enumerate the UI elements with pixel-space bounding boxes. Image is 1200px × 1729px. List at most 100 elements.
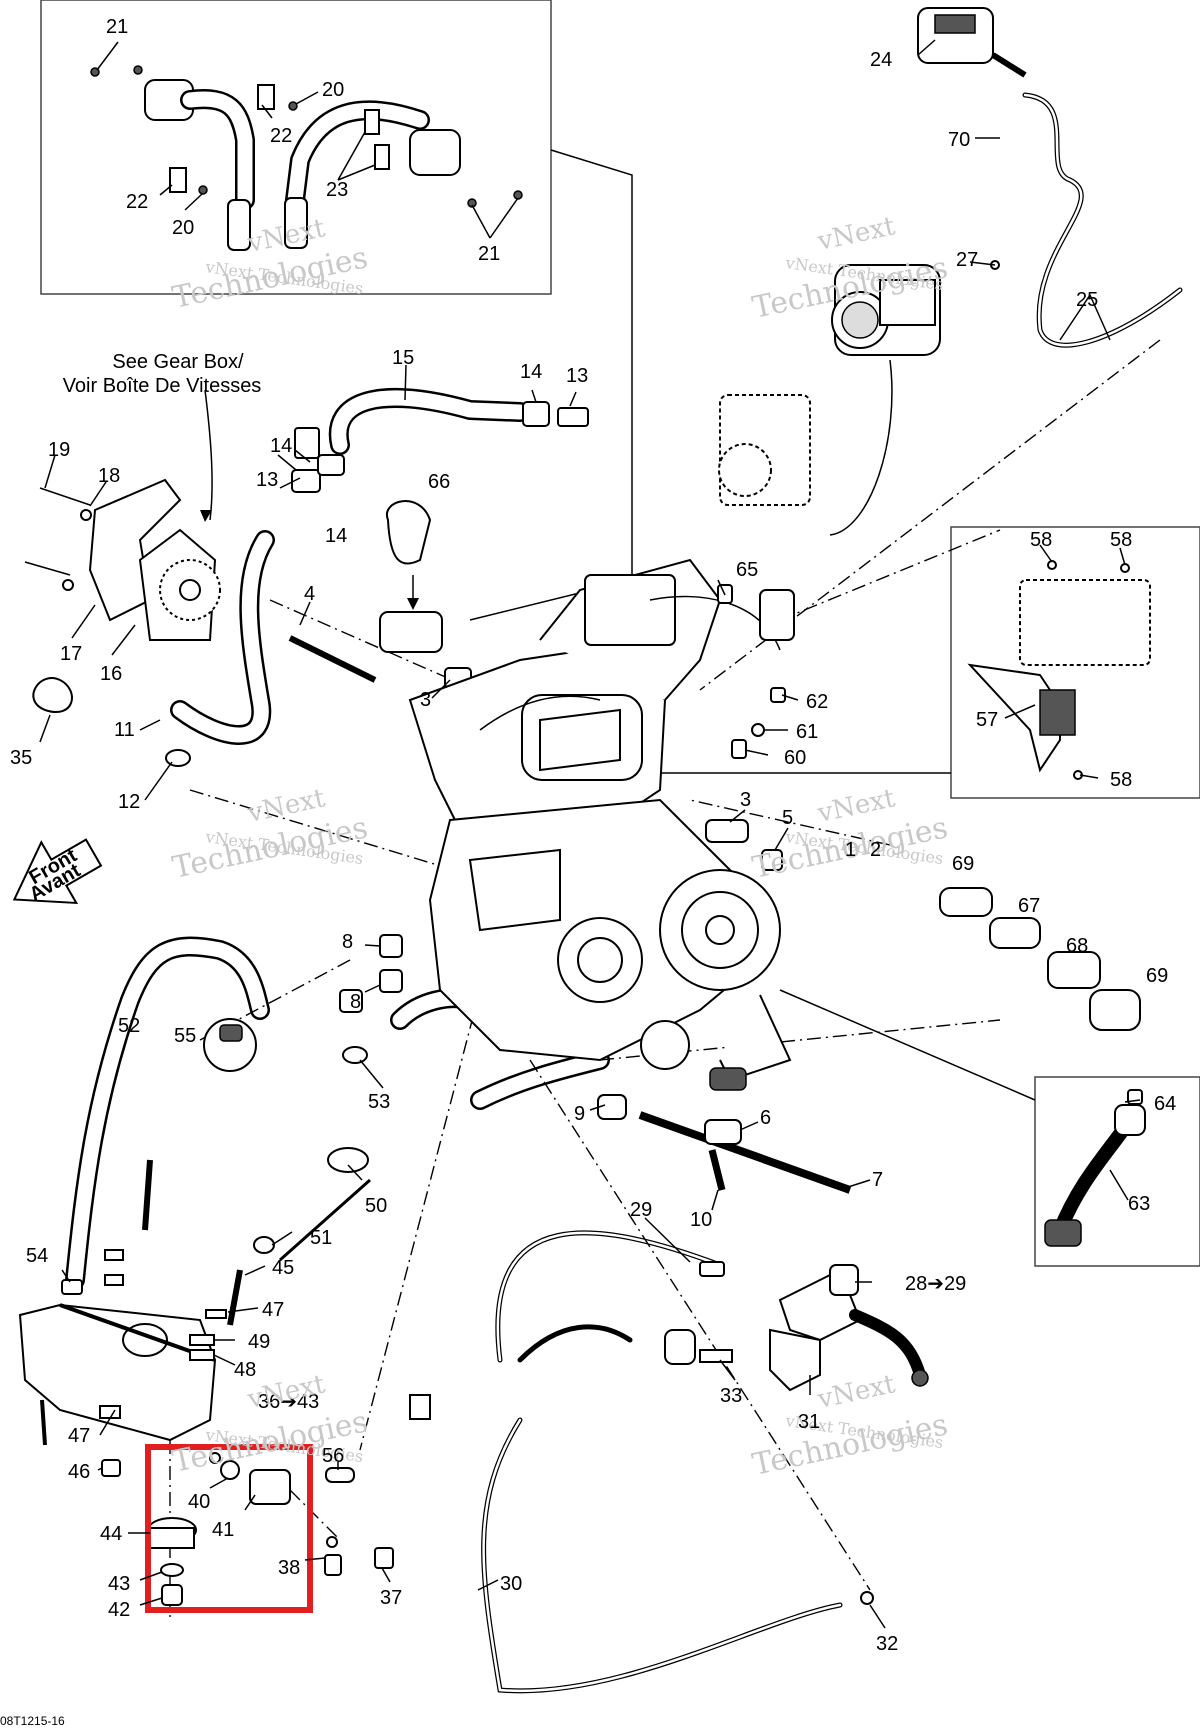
spacer-3-right <box>705 819 749 843</box>
callout-17: 17 <box>60 643 82 665</box>
bolt-37 <box>374 1547 394 1569</box>
grommet-49 <box>189 1334 215 1346</box>
sleeve-69-lower <box>1089 989 1141 1031</box>
callout-32: 32 <box>876 1633 898 1655</box>
callout-9: 9 <box>574 1103 585 1125</box>
callout-47: 47 <box>68 1425 90 1447</box>
callout-42: 42 <box>108 1599 130 1621</box>
callout-21: 21 <box>106 16 128 38</box>
callout-69: 69 <box>952 853 974 875</box>
drain-plug-42 <box>161 1584 183 1606</box>
callout-46: 46 <box>68 1461 90 1483</box>
callout-21: 21 <box>478 243 500 265</box>
washer-32 <box>860 1591 874 1605</box>
callout-64: 64 <box>1154 1093 1176 1115</box>
callout-22: 22 <box>126 191 148 213</box>
callout-35: 35 <box>10 747 32 769</box>
callout-8: 8 <box>342 931 353 953</box>
oil-tank-group <box>18 989 371 1477</box>
connector-23-a <box>364 109 380 135</box>
callout-12: 12 <box>118 791 140 813</box>
clamp-14-upper <box>522 401 550 427</box>
bracket-inset-box <box>950 526 1200 799</box>
clamp-12 <box>165 749 191 767</box>
callout-44: 44 <box>100 1523 122 1545</box>
callout-6: 6 <box>760 1107 771 1129</box>
engine-assembly <box>408 558 795 1091</box>
inset-leader-line <box>469 149 633 621</box>
clamp-14-lower <box>291 469 321 493</box>
gearbox-cover-group <box>24 478 221 641</box>
gasket-66 <box>385 500 432 565</box>
bolt-7 <box>638 1111 852 1194</box>
shift-lever-group <box>1044 1089 1146 1247</box>
hose-fitting-55 <box>203 1018 257 1072</box>
callout-24: 24 <box>870 49 892 71</box>
callout-51: 51 <box>310 1227 332 1249</box>
callout-66: 66 <box>428 471 450 493</box>
spacer-48 <box>189 1349 215 1361</box>
callout-69: 69 <box>1146 965 1168 987</box>
callout-60: 60 <box>784 747 806 769</box>
coil-wire-right <box>285 100 430 210</box>
clutch-lever <box>849 1309 926 1381</box>
callout-27: 27 <box>956 249 978 271</box>
gear-box-reference-line2: Voir Boîte De Vitesses <box>63 375 262 397</box>
callout-55: 55 <box>174 1025 196 1047</box>
callout-48: 48 <box>234 1359 256 1381</box>
bracket-inset-group <box>967 560 1151 780</box>
callout-14: 14 <box>270 435 292 457</box>
o-ring-40 <box>220 1460 240 1480</box>
coolant-housing <box>379 611 443 653</box>
callout-10: 10 <box>690 1209 712 1231</box>
callout-68: 68 <box>1066 935 1088 957</box>
callout-58: 58 <box>1110 529 1132 551</box>
callout-18: 18 <box>98 465 120 487</box>
spark-cap-left <box>227 199 251 251</box>
throttle-body-group <box>718 7 1027 536</box>
sleeve-69-upper <box>939 887 993 917</box>
callout-leaders <box>39 39 1141 1629</box>
callout-49: 49 <box>248 1331 270 1353</box>
callout-20: 20 <box>172 217 194 239</box>
connector-22-bottom <box>169 167 187 193</box>
callout-50: 50 <box>365 1195 387 1217</box>
callout-53: 53 <box>368 1091 390 1113</box>
callout-1: 1 <box>845 839 856 861</box>
nut-8-lower <box>379 969 403 993</box>
ignition-coil-group <box>90 65 523 251</box>
callout-63: 63 <box>1128 1193 1150 1215</box>
bolt-4 <box>288 635 377 683</box>
callout-22: 22 <box>270 125 292 147</box>
fitting-13-left <box>294 427 320 459</box>
callout-7: 7 <box>872 1169 883 1191</box>
front-arrow-shape <box>12 838 103 905</box>
connector-22-top <box>257 84 275 110</box>
callout-16: 16 <box>100 663 122 685</box>
washer-43 <box>160 1563 184 1577</box>
clamp-53 <box>342 1046 368 1064</box>
clutch-lever-group <box>409 1261 929 1605</box>
callout-57: 57 <box>976 709 998 731</box>
callout-13: 13 <box>566 365 588 387</box>
spark-cap-right <box>284 197 308 249</box>
connector-23-b <box>374 144 390 170</box>
callout-29: 29 <box>630 1199 652 1221</box>
bolt-46 <box>101 1459 121 1477</box>
callout-11: 11 <box>114 719 135 741</box>
watermark-6a: vNext <box>814 1369 898 1415</box>
callout-30: 30 <box>500 1573 522 1595</box>
callout-25: 25 <box>1076 289 1098 311</box>
highlight-box <box>145 1444 313 1613</box>
callout-2: 2 <box>870 839 881 861</box>
callout-58: 58 <box>1030 529 1052 551</box>
ignition-coil-inset-box <box>40 0 552 295</box>
oil-pump-41 <box>249 1469 291 1505</box>
range-36-43: 36➔43 <box>258 1391 319 1413</box>
gear-box-reference-line1: See Gear Box/ <box>112 351 244 373</box>
callout-62: 62 <box>806 691 828 713</box>
shift-lever-inset-box <box>1034 1076 1200 1267</box>
callout-38: 38 <box>278 1557 300 1579</box>
bolt-45 <box>227 1269 243 1326</box>
front-arrow: Front Avant <box>12 838 103 906</box>
